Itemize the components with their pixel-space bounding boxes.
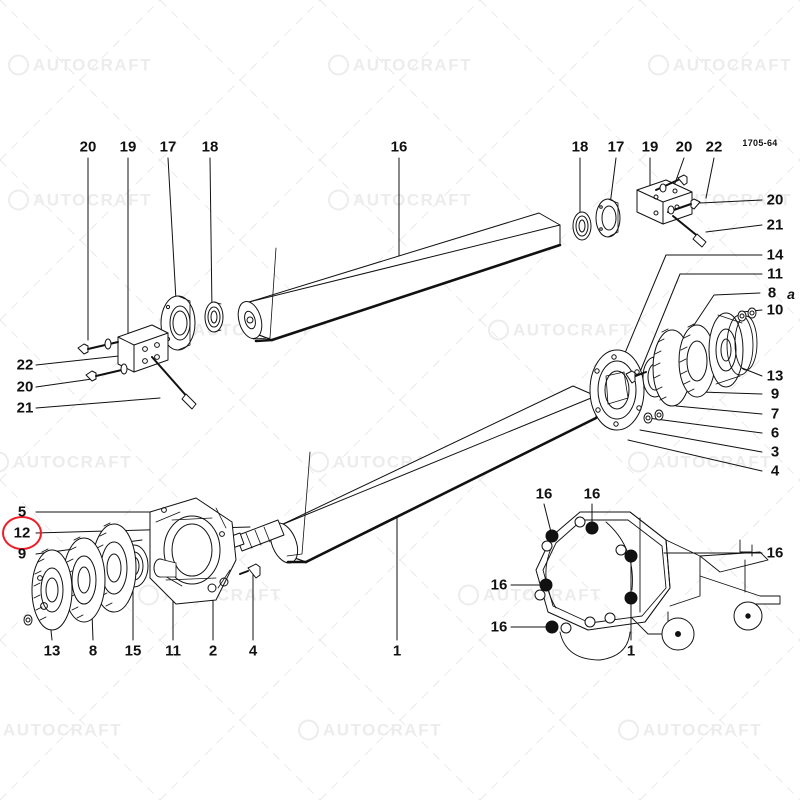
callout-11: 11 <box>165 642 181 660</box>
callout-19: 19 <box>119 138 137 156</box>
callout-17: 17 <box>607 138 625 156</box>
callout-16: 16 <box>490 618 508 636</box>
sprocket-13 <box>31 548 73 631</box>
callout-18: 18 <box>201 138 219 156</box>
upper-roller-tube <box>237 212 562 343</box>
callout-11: 11 <box>767 265 783 283</box>
callout-8: 8 <box>767 284 777 302</box>
callout-8-suffix: a <box>787 286 795 302</box>
callout-17: 17 <box>159 138 177 156</box>
callout-20: 20 <box>675 138 693 156</box>
support-flange-2 <box>149 497 237 605</box>
callout-21: 21 <box>16 399 34 417</box>
callout-9: 9 <box>770 385 780 403</box>
callout-6: 6 <box>770 424 780 442</box>
callout-16: 16 <box>390 138 408 156</box>
callout-1: 1 <box>392 642 402 660</box>
callout-7: 7 <box>770 405 780 423</box>
bearing-18-left <box>204 301 224 333</box>
baler-inset <box>534 511 781 661</box>
callout-20: 20 <box>766 191 784 209</box>
callout-4: 4 <box>770 462 780 480</box>
callout-3: 3 <box>770 443 780 461</box>
callout-20: 20 <box>16 378 34 396</box>
callout-22: 22 <box>705 138 723 156</box>
callout-9: 9 <box>17 545 27 563</box>
nut-9 <box>23 614 33 626</box>
callout-18: 18 <box>571 138 589 156</box>
callout-10: 10 <box>766 301 784 319</box>
callout-14: 14 <box>766 246 784 264</box>
callout-5: 5 <box>17 503 27 521</box>
diagram-reference-number: 1705-64 <box>742 138 778 148</box>
callout-12-highlighted: 12 <box>13 524 31 542</box>
callout-16: 16 <box>535 485 553 503</box>
drum-13 <box>708 312 758 388</box>
callout-15: 15 <box>124 642 142 660</box>
seal-17-right <box>595 198 621 238</box>
callout-2: 2 <box>208 642 218 660</box>
callout-13: 13 <box>43 642 61 660</box>
callout-1: 1 <box>626 642 636 660</box>
callout-16: 16 <box>490 576 508 594</box>
callout-19: 19 <box>641 138 659 156</box>
callout-13: 13 <box>766 367 784 385</box>
callout-21: 21 <box>766 216 784 234</box>
callout-8: 8 <box>88 642 98 660</box>
bolt-4 <box>239 563 261 579</box>
callout-20: 20 <box>79 138 97 156</box>
hub-flange-3 <box>589 349 645 431</box>
callout-4: 4 <box>248 642 258 660</box>
lower-roller-tube <box>269 385 598 564</box>
bearing-18-right <box>572 211 592 241</box>
callout-16: 16 <box>583 485 601 503</box>
nuts-hub <box>643 409 664 424</box>
callout-16: 16 <box>766 544 784 562</box>
callout-22: 22 <box>16 356 34 374</box>
